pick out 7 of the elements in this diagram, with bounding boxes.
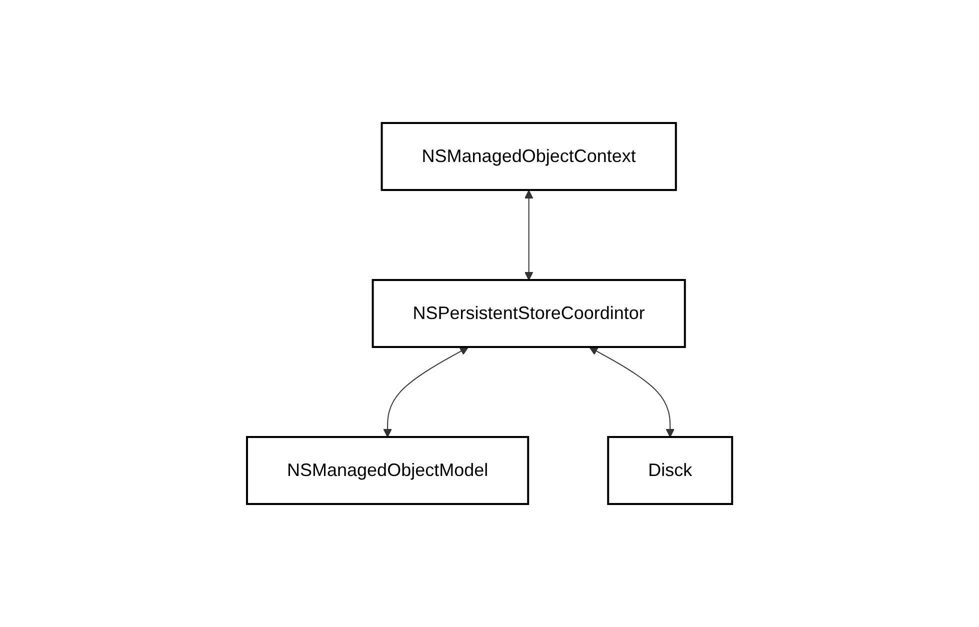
node-box: Disck — [607, 436, 734, 505]
node-box: NSPersistentStoreCoordintor — [372, 279, 686, 348]
node-box: NSManagedObjectModel — [246, 436, 530, 505]
node-box: NSManagedObjectContext — [380, 122, 677, 191]
arrow — [383, 346, 469, 438]
arrow — [524, 190, 534, 280]
arrow — [589, 346, 674, 438]
